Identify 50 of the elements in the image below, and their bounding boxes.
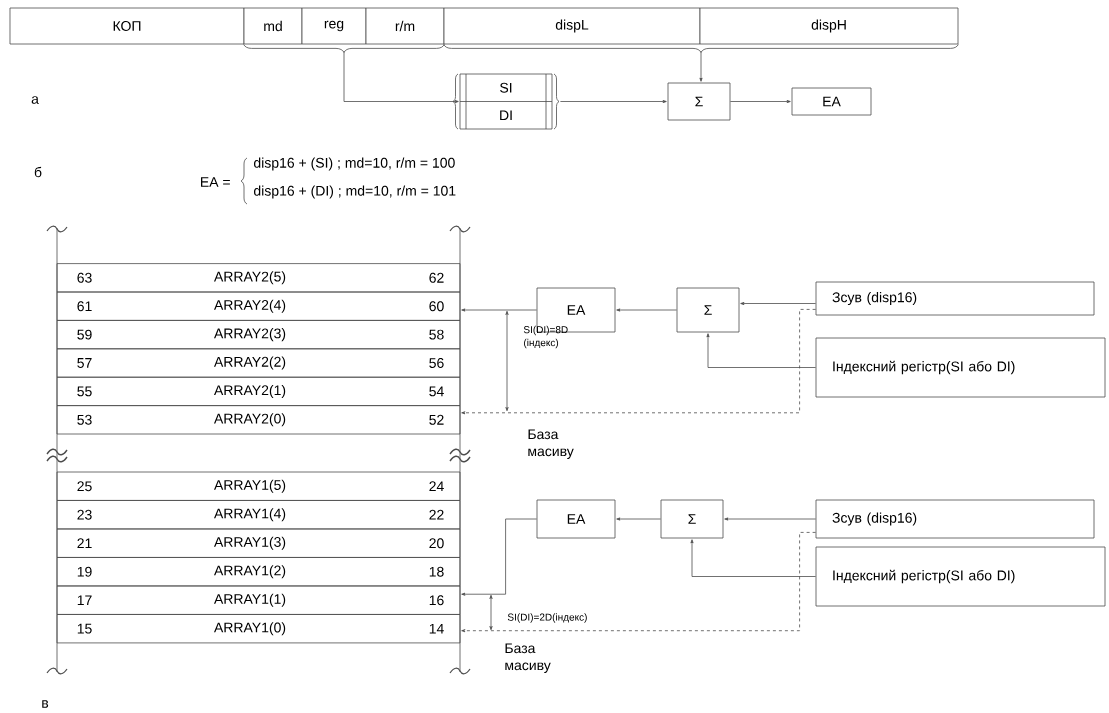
- memory-row: 53 ARRAY2(0) 52: [56, 405, 461, 435]
- panel-letter: б: [34, 166, 42, 178]
- instruction-field: reg: [301, 7, 367, 45]
- panel-letter: в: [42, 700, 49, 708]
- arrow: [706, 333, 816, 368]
- memory-row: 21 ARRAY1(3) 20: [56, 528, 461, 558]
- instruction-field: md: [243, 7, 303, 45]
- adder-box: Σ: [667, 82, 731, 121]
- memory-row: 57 ARRAY2(2) 56: [56, 348, 461, 378]
- instruction-field: r/m: [365, 7, 445, 45]
- arrow: [461, 308, 537, 312]
- arrow: [740, 302, 816, 306]
- base-label: База масиву: [505, 643, 551, 673]
- adder-box: Σ: [676, 287, 740, 333]
- panel-letter: а: [31, 96, 39, 104]
- memory-row: 25 ARRAY1(5) 24: [56, 471, 461, 501]
- formula-text: disp16 + (SI) ; md=10, r/m = 100: [254, 157, 455, 171]
- input-box: Індексний регістр(SI або DI): [815, 337, 1106, 398]
- input-box: Зсув (disp16): [815, 281, 1095, 316]
- arrow: [560, 99, 667, 104]
- base-label: База масиву: [528, 429, 574, 459]
- memory-row: 55 ARRAY2(1) 54: [56, 376, 461, 406]
- arrow: [461, 309, 816, 415]
- formula-text: EA =: [201, 177, 230, 187]
- memory-row: 59 ARRAY2(3) 58: [56, 320, 461, 350]
- memory-row: 23 ARRAY1(4) 22: [56, 500, 461, 530]
- arrow: [690, 539, 816, 577]
- memory-row: 63 ARRAY2(5) 62: [56, 263, 461, 293]
- memory-row: 19 ARRAY1(2) 18: [56, 557, 461, 587]
- memory-row: 15 ARRAY1(0) 14: [56, 614, 461, 644]
- arrow: [461, 532, 816, 633]
- brace-arrow: [443, 44, 959, 82]
- memory-row: 61 ARRAY2(4) 60: [56, 291, 461, 321]
- arrow: [616, 308, 677, 312]
- input-box: Зсув (disp16): [815, 499, 1095, 539]
- arrow: [616, 517, 661, 521]
- index-label: SI(DI)=8D (індекс): [523, 325, 568, 349]
- formula-text: disp16 + (DI) ; md=10, r/m = 101: [254, 185, 456, 199]
- result-box: EA: [791, 87, 872, 116]
- index-label: SI(DI)=2D(індекс): [507, 613, 587, 623]
- arrow: [730, 99, 791, 104]
- instruction-field: dispH: [699, 7, 959, 45]
- brace-arrow: [243, 44, 459, 104]
- arrow: [724, 517, 816, 521]
- adder-box: Σ: [660, 499, 724, 539]
- result-box: EA: [536, 499, 616, 539]
- input-box: Індексний регістр(SI або DI): [815, 546, 1106, 607]
- register-box: SI DI: [452, 73, 560, 130]
- memory-row: 17 ARRAY1(1) 16: [56, 585, 461, 615]
- arrow: [461, 518, 537, 596]
